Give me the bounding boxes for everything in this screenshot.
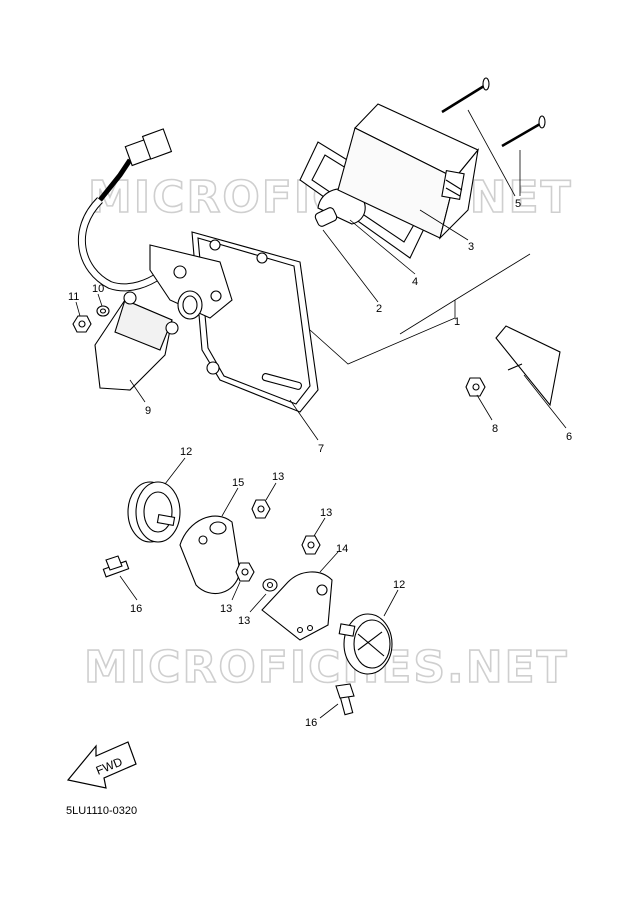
callout-10: 10 (92, 283, 104, 295)
nut-13c (235, 562, 255, 582)
bolt-16b (335, 683, 355, 716)
callout-5: 5 (515, 198, 521, 210)
callout-12-right: 12 (393, 579, 405, 591)
lens-housing (337, 103, 479, 240)
callout-4: 4 (412, 276, 418, 288)
leader-lines-upper (75, 109, 567, 441)
rear-cover (94, 291, 179, 391)
callout-2: 2 (376, 303, 382, 315)
callout-11: 11 (68, 291, 79, 303)
callout-7: 7 (318, 443, 324, 455)
nut-13b (301, 535, 321, 555)
callout-8: 8 (492, 423, 498, 435)
callout-9: 9 (145, 405, 151, 417)
leader-lines-lower (119, 457, 399, 719)
callout-1: 1 (454, 316, 460, 328)
fwd-arrow: FWD (66, 741, 137, 789)
callout-15: 15 (232, 477, 244, 489)
watermark-bottom: MICROFICHES.NET (84, 642, 569, 693)
diagram-code: 5LU1110-0320 (66, 805, 138, 817)
wire-harness (78, 128, 173, 292)
nut-13d (262, 578, 278, 592)
reflector-plate (495, 325, 561, 407)
callout-16-b: 16 (305, 717, 317, 729)
callout-12-left: 12 (180, 446, 192, 458)
signal-stay-left (179, 515, 241, 594)
rear-stay (149, 244, 233, 320)
nut-11 (72, 315, 92, 333)
callout-13-d: 13 (238, 615, 250, 627)
bolt-16a (102, 555, 130, 578)
license-bracket (191, 231, 319, 413)
washer-10 (96, 305, 110, 317)
callout-14: 14 (336, 543, 348, 555)
callout-13-c: 13 (220, 603, 232, 615)
screw-5a (441, 77, 490, 114)
screw-5b (501, 115, 546, 148)
nut-13a (251, 499, 271, 519)
turn-signal-left (127, 481, 181, 543)
callout-13-b: 13 (320, 507, 332, 519)
callout-3: 3 (468, 241, 474, 253)
callout-6: 6 (566, 431, 572, 443)
turn-signal-right (338, 613, 393, 675)
callout-13-a: 13 (272, 471, 284, 483)
signal-stay-right (261, 571, 333, 641)
nut-8 (465, 377, 486, 397)
callout-16-a: 16 (130, 603, 142, 615)
